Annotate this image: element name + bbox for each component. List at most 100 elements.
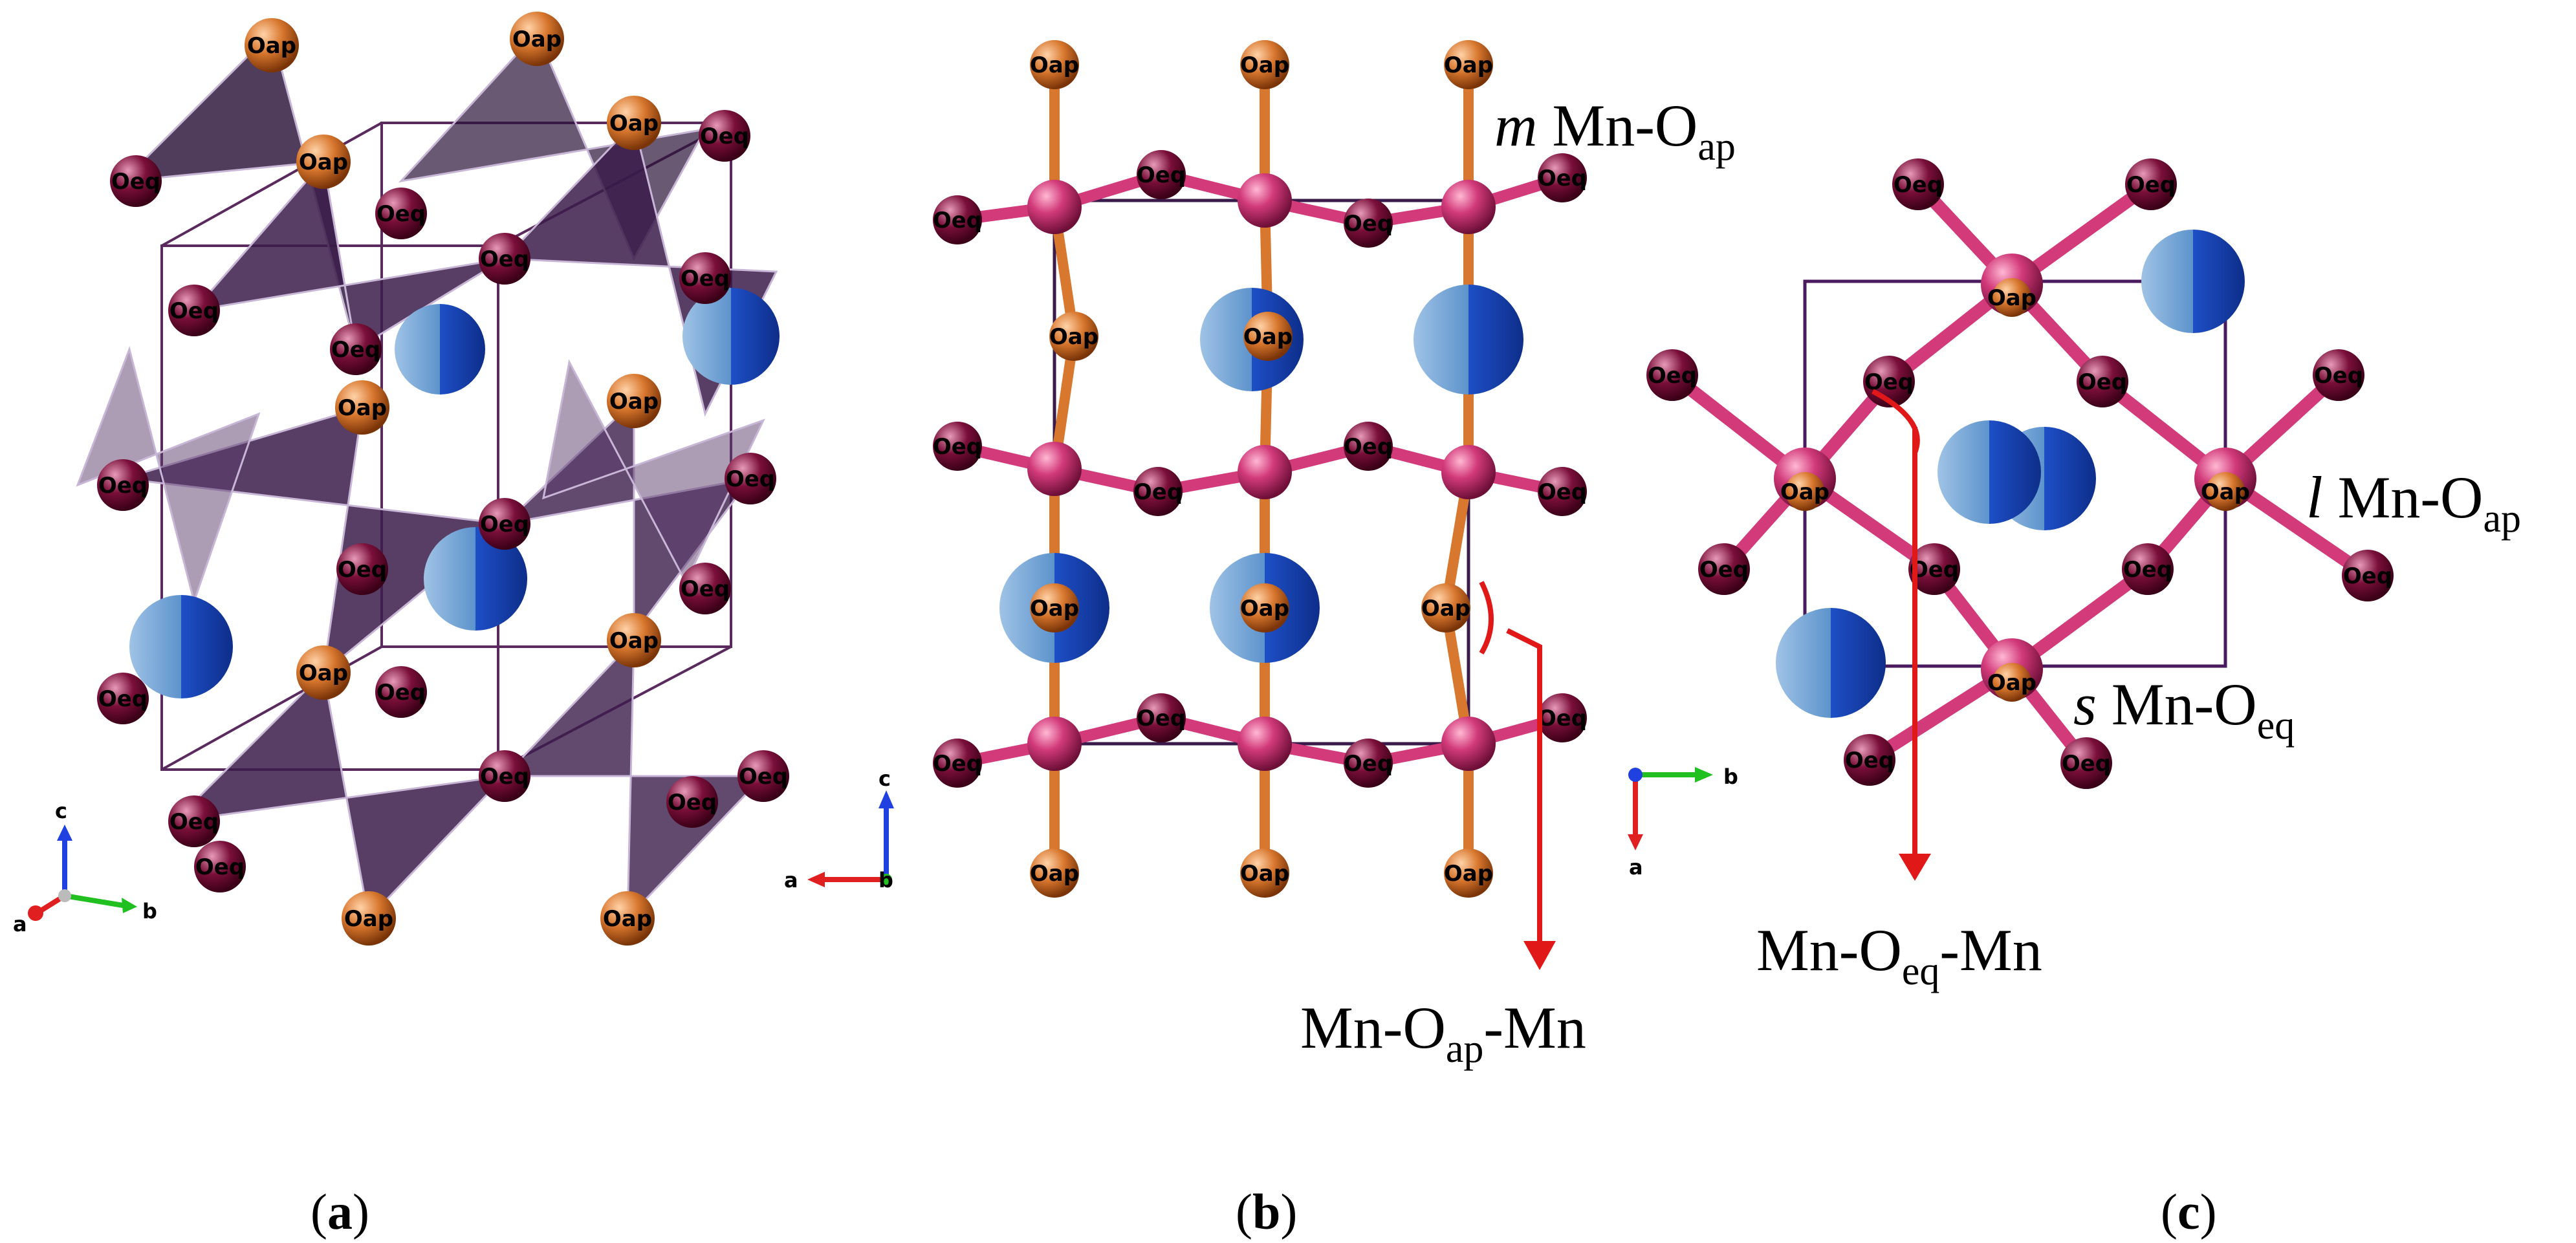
oeq-atom: Oeq: [330, 323, 382, 375]
oap-atom: Oap: [1987, 663, 2036, 702]
svg-text:Oap: Oap: [1240, 861, 1289, 887]
oeq-atom: Oeq: [1137, 693, 1186, 742]
oeq-atom: Oeq: [194, 841, 246, 892]
axis-c-label: c: [879, 766, 891, 791]
oeq-atom: Oeq: [1908, 543, 1960, 595]
svg-text:Oeq: Oeq: [2062, 751, 2111, 777]
svg-text:Oeq: Oeq: [98, 686, 147, 712]
annotation-angle-eq: Mn-Oeq-Mn: [1756, 917, 2042, 993]
oeq-atom: Oeq: [97, 673, 149, 724]
svg-text:Oap: Oap: [1987, 670, 2036, 696]
svg-text:Oeq: Oeq: [377, 680, 426, 706]
svg-text:Oap: Oap: [1240, 596, 1289, 622]
oeq-atom: Oeq: [1344, 199, 1393, 248]
svg-text:Oap: Oap: [1049, 324, 1098, 350]
svg-text:Oap: Oap: [1030, 596, 1079, 622]
la-atom: [395, 304, 485, 395]
oap-atom: Oap: [1240, 848, 1289, 898]
octahedron: [542, 359, 765, 585]
oap-atom: Oap: [296, 645, 351, 700]
oeq-atom: Oeq: [933, 739, 982, 788]
caption-a: (a): [311, 1184, 369, 1240]
oeq-atom: Oeq: [97, 459, 149, 511]
svg-text:Oap: Oap: [1444, 52, 1493, 78]
svg-text:Oap: Oap: [1780, 479, 1829, 505]
svg-text:Oeq: Oeq: [1864, 369, 1914, 395]
la-atom: [1937, 420, 2041, 524]
svg-text:Oeq: Oeq: [195, 854, 245, 880]
oap-atom: Oap: [1030, 848, 1079, 898]
svg-text:Oeq: Oeq: [1648, 363, 1697, 389]
la-atom: [1414, 285, 1523, 395]
svg-text:Oeq: Oeq: [726, 466, 775, 492]
svg-text:Oeq: Oeq: [1344, 211, 1393, 237]
oap-atom: Oap: [1030, 40, 1079, 89]
oeq-atom: Oeq: [1344, 739, 1393, 788]
svg-text:Oeq: Oeq: [338, 557, 387, 583]
la-atom: [424, 527, 527, 631]
annotation-s-bond: s Mn-Oeq: [2073, 671, 2295, 748]
svg-text:Oap: Oap: [609, 389, 659, 415]
svg-text:Oeq: Oeq: [111, 169, 160, 195]
svg-text:Oap: Oap: [344, 906, 393, 932]
oeq-atom: Oeq: [1137, 150, 1186, 199]
oeq-atom: Oeq: [679, 252, 731, 304]
angle-arrow-oap: [1479, 581, 1556, 970]
oap-atom: Oap: [335, 380, 389, 435]
la-atom: [2141, 230, 2245, 333]
svg-text:Oeq: Oeq: [739, 764, 788, 790]
oeq-atom: Oeq: [1892, 158, 1944, 210]
oeq-atom: Oeq: [666, 776, 718, 828]
oap-atom: Oap: [1444, 40, 1493, 89]
panel-a-octahedra: [76, 30, 778, 921]
oap-atom: Oap: [510, 12, 564, 66]
oeq-atom: Oeq: [1844, 734, 1895, 786]
oeq-atom: Oeq: [2060, 737, 2112, 789]
mn-atom: [1238, 173, 1292, 228]
oeq-atom: Oeq: [479, 750, 530, 802]
oap-atom: Oap: [1780, 472, 1829, 511]
svg-text:Oap: Oap: [609, 628, 659, 654]
oeq-atom: Oeq: [1646, 349, 1698, 401]
annotation-angle-ap: Mn-Oap-Mn: [1300, 995, 1586, 1071]
svg-text:Oeq: Oeq: [480, 246, 529, 272]
mn-atom: [1441, 445, 1496, 499]
svg-text:Oeq: Oeq: [1137, 706, 1186, 731]
panel-c-unit-cell: [1803, 279, 2227, 668]
svg-text:Oeq: Oeq: [933, 208, 982, 233]
svg-text:Oeq: Oeq: [1133, 479, 1183, 505]
octahedron: [76, 346, 261, 605]
axis-a-label: a: [13, 912, 27, 936]
svg-text:Oap: Oap: [609, 111, 659, 136]
svg-text:Oeq: Oeq: [1137, 162, 1186, 188]
mn-atom: [1238, 717, 1292, 771]
svg-text:Oeq: Oeq: [2343, 563, 2392, 589]
oap-atom: Oap: [1421, 583, 1470, 632]
oap-atom: Oap: [607, 613, 661, 667]
svg-text:Oeq: Oeq: [1699, 557, 1749, 583]
oeq-atom: Oeq: [479, 498, 530, 550]
oeq-atom: Oeq: [1538, 467, 1587, 516]
svg-text:Oeq: Oeq: [1910, 557, 1959, 583]
svg-text:Oap: Oap: [1030, 861, 1079, 887]
la-atom: [129, 595, 233, 698]
axis-c-label: c: [55, 799, 67, 823]
oap-atom: Oap: [342, 891, 396, 946]
oap-atom: Oap: [600, 891, 655, 946]
octahedron: [502, 638, 766, 921]
axis-a-label: a: [784, 868, 798, 892]
oeq-atom: Oeq: [2342, 550, 2394, 601]
oap-atom: Oap: [296, 135, 351, 189]
oeq-atom: Oeq: [110, 155, 162, 207]
svg-text:Oeq: Oeq: [933, 434, 982, 460]
oeq-atom: Oeq: [2125, 158, 2177, 210]
svg-text:Oap: Oap: [1030, 52, 1079, 78]
svg-text:Oeq: Oeq: [933, 751, 982, 777]
svg-text:Oeq: Oeq: [1845, 748, 1894, 773]
oap-atom: Oap: [607, 374, 661, 428]
svg-text:Oap: Oap: [1421, 596, 1470, 622]
